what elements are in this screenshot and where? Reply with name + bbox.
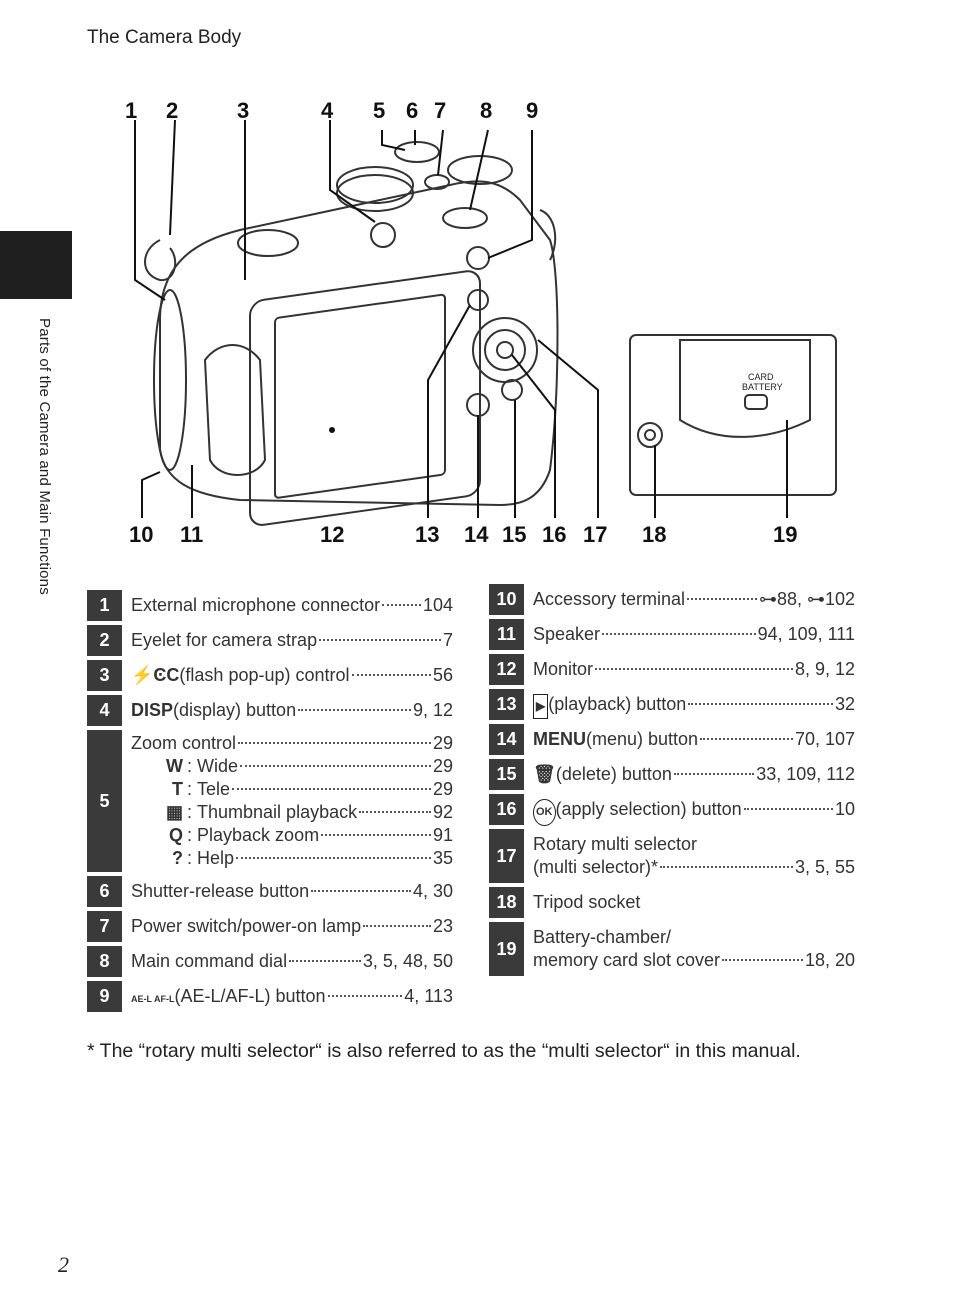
- callout-10: 10: [129, 522, 153, 547]
- chapter-label: Parts of the Camera and Main Functions: [36, 318, 53, 595]
- callout-9: 9: [526, 98, 538, 123]
- playback-button-shape: [467, 289, 489, 311]
- card-label: CARD: [748, 372, 774, 382]
- callout-13: 13: [415, 522, 439, 547]
- callout-2: 2: [166, 98, 178, 123]
- callout-14: 14: [464, 522, 489, 547]
- menu-button-shape: [466, 393, 490, 417]
- strap-eyelet: [144, 239, 177, 282]
- multi-selector-ring: [472, 317, 538, 383]
- lens-barrel: [153, 289, 187, 471]
- help-icon: ?: [172, 848, 183, 868]
- monitor-screen: [274, 293, 446, 499]
- callout-8: 8: [480, 98, 492, 123]
- tele-icon: T: [172, 779, 183, 799]
- callout-12: 12: [320, 522, 344, 547]
- callout-7: 7: [434, 98, 446, 123]
- callout-17: 17: [583, 522, 607, 547]
- ael-afl-icon: AE-L AF-L: [131, 994, 175, 1004]
- footnote: * The “rotary multi selector“ is also re…: [87, 1040, 801, 1062]
- chapter-tab: [0, 231, 72, 299]
- disp-icon: DISP: [131, 700, 174, 720]
- callout-3: 3: [237, 98, 249, 123]
- delete-icon: 🗑: [533, 764, 556, 784]
- playback-zoom-icon: Q: [168, 825, 183, 845]
- command-dial-top: [447, 155, 513, 185]
- ok-icon: OK: [533, 799, 556, 826]
- grip: [203, 344, 267, 476]
- monitor-frame: [249, 270, 481, 526]
- power-switch: [424, 174, 450, 190]
- callout-15: 15: [502, 522, 526, 547]
- callout-4: 4: [321, 98, 334, 123]
- disp-button: [370, 222, 396, 248]
- main-command-dial: [442, 207, 488, 229]
- tripod-socket-shape: [637, 422, 663, 448]
- shutter-release: [394, 141, 440, 163]
- callout-19: 19: [773, 522, 797, 547]
- callout-16: 16: [542, 522, 566, 547]
- callout-5: 5: [373, 98, 385, 123]
- camera-body-illustration: CARD BATTERY 1 2 3 4 5 6 7 8 9 10 11 12 …: [125, 98, 837, 547]
- callout-18: 18: [642, 522, 666, 547]
- table-row: 18 Tripod socket: [489, 887, 855, 918]
- menu-icon: MENU: [533, 729, 586, 749]
- table-row: 17 Rotary multi selector (multi selector…: [489, 829, 855, 883]
- callout-6: 6: [406, 98, 418, 123]
- page-number: 2: [58, 1252, 69, 1277]
- ael-button: [466, 246, 490, 270]
- camera-outline: [159, 180, 559, 507]
- section-title: The Camera Body: [87, 27, 242, 48]
- callout-1: 1: [125, 98, 137, 123]
- thumbnail-icon: ▦: [165, 802, 183, 822]
- table-row: 10 Accessory terminal⊶88, ⊶102: [489, 584, 855, 615]
- flash-icon: ⚡ϾC: [131, 665, 180, 685]
- flash-dial: [237, 229, 299, 257]
- delete-button-shape: [501, 379, 523, 401]
- mode-dial: [336, 166, 414, 204]
- playback-icon: ▶: [533, 694, 549, 719]
- battery-insert: [629, 334, 837, 496]
- battery-label: BATTERY: [742, 382, 783, 392]
- table-row: 19 Battery-chamber/ memory card slot cov…: [489, 922, 855, 976]
- callout-11: 11: [180, 522, 203, 547]
- parts-table-right: 10 Accessory terminal⊶88, ⊶102 11 Speake…: [489, 580, 855, 980]
- wide-icon: W: [166, 756, 183, 776]
